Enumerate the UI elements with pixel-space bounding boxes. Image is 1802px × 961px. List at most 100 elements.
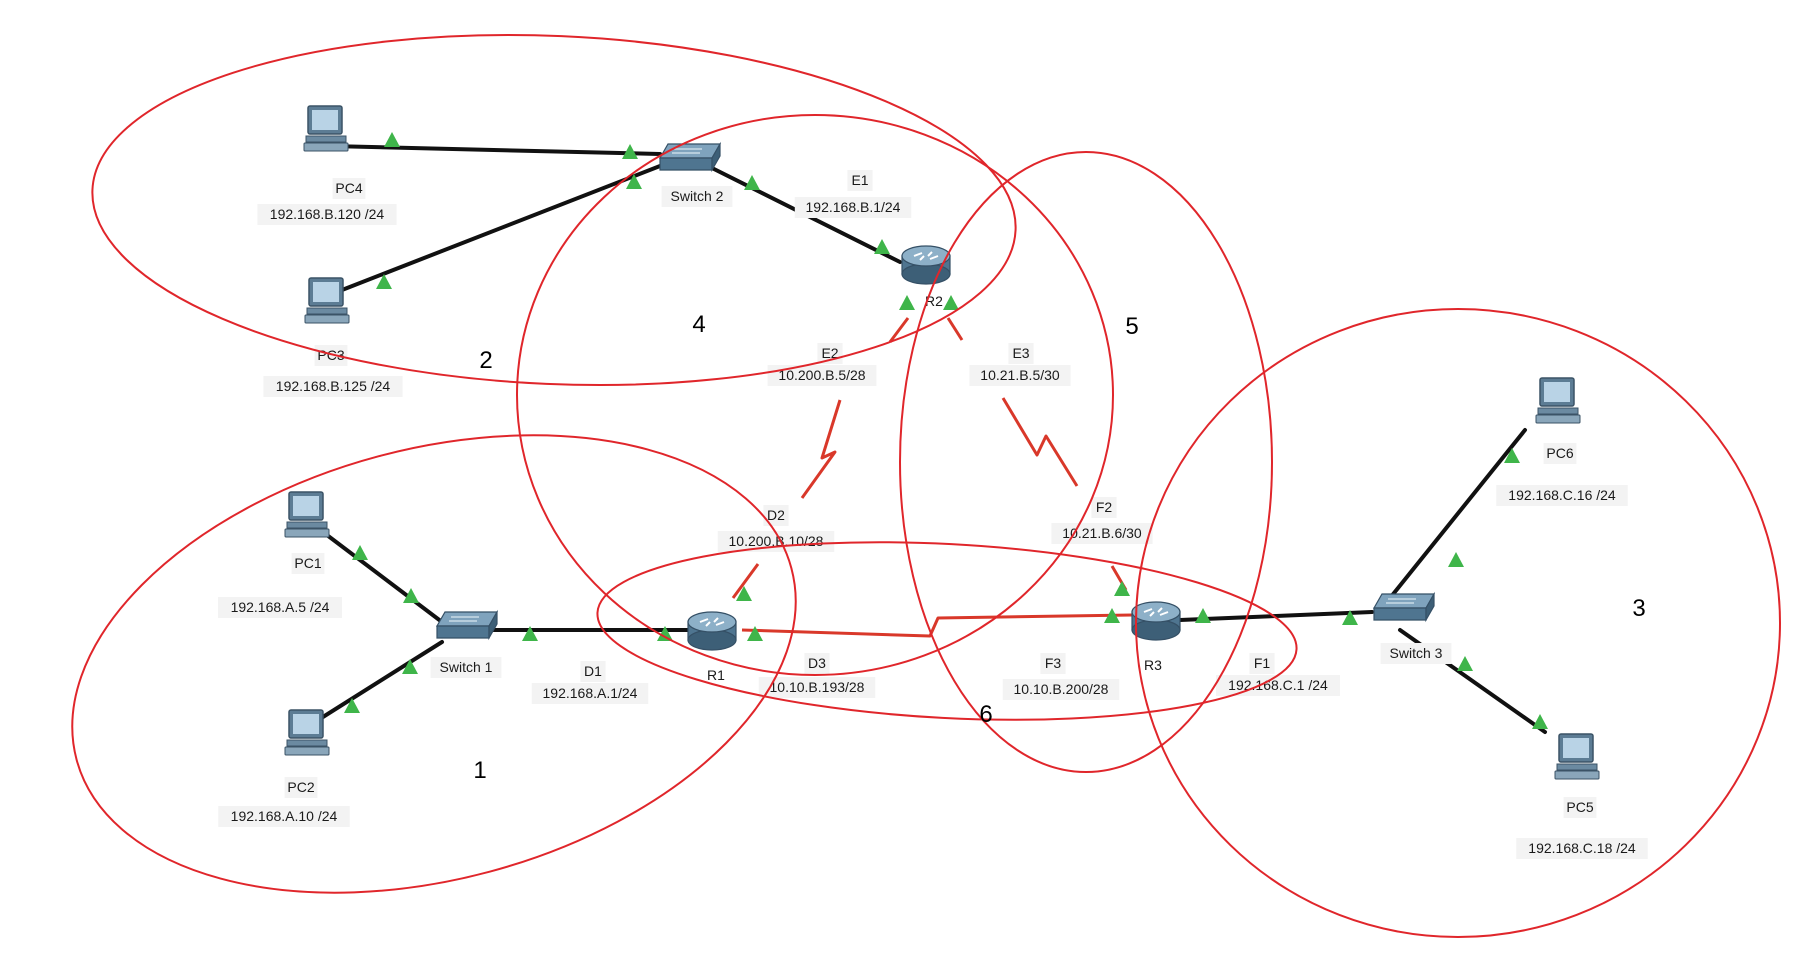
pc2-name-bg: [284, 777, 318, 798]
r1-icon: [687, 611, 737, 651]
serial-e2-d2: [800, 399, 842, 499]
network-number-4: 4: [692, 311, 705, 338]
link-up-marker-5: [874, 239, 890, 254]
switch1-name-bg: [430, 657, 502, 678]
serial-r1-r3: [741, 613, 1133, 638]
pc4-name-bg: [332, 178, 366, 199]
link-up-marker-7: [899, 295, 915, 310]
d2-name: D2: [767, 507, 785, 523]
d1-name: D1: [584, 663, 602, 679]
link-pc2-switch1: [313, 640, 444, 724]
switch3-icon: [1373, 593, 1435, 621]
f2-name-bg: [1091, 497, 1117, 518]
f2-name: F2: [1096, 499, 1113, 515]
serial-d2-r1: [731, 563, 760, 599]
link-pc4-switch2: [328, 144, 662, 156]
pc1-name-bg: [291, 553, 325, 574]
link-up-marker-20: [1342, 610, 1358, 625]
link-up-marker-18: [1104, 608, 1120, 623]
link-pc3-switch2: [340, 164, 662, 292]
pc4-icon: [303, 105, 349, 152]
pc5-icon: [1554, 733, 1600, 780]
link-pc1-switch1: [313, 524, 444, 624]
e1-ip: 192.168.B.1/24: [806, 199, 901, 215]
network-ellipse-3: [1135, 308, 1781, 938]
e1-ip-bg: [794, 197, 912, 218]
switch3-name-bg: [1380, 643, 1452, 664]
e1-name: E1: [851, 172, 868, 188]
link-status-markers: [344, 132, 1548, 729]
e3-ip-bg: [969, 365, 1071, 386]
switch1-icon: [436, 611, 498, 639]
pc3-ip-bg: [263, 376, 403, 397]
pc6-ip-bg: [1496, 485, 1628, 506]
pc1-name: PC1: [294, 555, 321, 571]
e3-name: E3: [1012, 345, 1029, 361]
link-up-marker-4: [744, 175, 760, 190]
pc1-ip-bg: [218, 597, 342, 618]
pc5-name-bg: [1563, 797, 1597, 818]
link-up-marker-15: [747, 626, 763, 641]
pc1-icon: [284, 491, 330, 538]
link-up-marker-1: [384, 132, 400, 147]
f3-name-bg: [1040, 653, 1066, 674]
serial-r2-e3: [946, 317, 964, 341]
pc6-name-bg: [1543, 443, 1577, 464]
pc2-ip: 192.168.A.10 /24: [231, 808, 338, 824]
switch2-name: Switch 2: [671, 188, 724, 204]
link-r3-switch3: [1178, 610, 1374, 622]
pc4-name: PC4: [335, 180, 362, 196]
network-number-5: 5: [1125, 313, 1138, 340]
pc5-ip-bg: [1516, 838, 1648, 859]
d2-ip-bg: [717, 531, 835, 552]
pc1-ip: 192.168.A.5 /24: [231, 599, 330, 615]
d3-name-bg: [804, 653, 830, 674]
link-up-marker-19: [1195, 608, 1211, 623]
pc2-ip-bg: [218, 806, 350, 827]
d3-ip-bg: [758, 677, 876, 698]
pc6-name: PC6: [1546, 445, 1573, 461]
switch2-name-bg: [661, 186, 733, 207]
device-icons-layer: [284, 105, 1600, 780]
link-up-marker-16: [736, 586, 752, 601]
e2-name: E2: [821, 345, 838, 361]
switch3-name: Switch 3: [1390, 645, 1443, 661]
r2-name: R2: [925, 293, 943, 309]
r3-icon: [1131, 601, 1181, 641]
link-up-marker-21: [1448, 552, 1464, 567]
f1-name-bg: [1249, 653, 1275, 674]
link-switch3-pc6: [1388, 428, 1527, 600]
link-up-marker-14: [657, 626, 673, 641]
pc2-name: PC2: [287, 779, 314, 795]
link-up-marker-9: [352, 545, 368, 560]
pc6-icon: [1535, 377, 1581, 424]
f1-name: F1: [1254, 655, 1271, 671]
e3-name-bg: [1008, 343, 1034, 364]
f2-ip: 10.21.B.6/30: [1062, 525, 1142, 541]
link-up-marker-24: [1532, 714, 1548, 729]
d3-ip: 10.10.B.193/28: [770, 679, 865, 695]
link-up-marker-12: [344, 698, 360, 713]
r3-name: R3: [1144, 657, 1162, 673]
e2-ip-bg: [767, 365, 877, 386]
network-ellipse-4: [516, 114, 1114, 676]
network-ellipse-1: [71, 434, 797, 894]
network-number-1: 1: [473, 757, 486, 784]
e2-ip: 10.200.B.5/28: [778, 367, 865, 383]
link-up-marker-22: [1504, 448, 1520, 463]
d1-name-bg: [580, 661, 606, 682]
pc3-name-bg: [314, 345, 348, 366]
e3-ip: 10.21.B.5/30: [980, 367, 1060, 383]
network-ellipse-2: [91, 34, 1017, 386]
switch1-name: Switch 1: [440, 659, 493, 675]
link-up-marker-17: [1114, 581, 1130, 596]
f1-ip: 192.168.C.1 /24: [1228, 677, 1328, 693]
pc5-ip: 192.168.C.18 /24: [1528, 840, 1636, 856]
link-up-marker-2: [622, 144, 638, 159]
r1-name: R1: [707, 667, 725, 683]
pc4-ip: 192.168.B.120 /24: [270, 206, 385, 222]
switch2-icon: [659, 143, 721, 171]
d3-name: D3: [808, 655, 826, 671]
